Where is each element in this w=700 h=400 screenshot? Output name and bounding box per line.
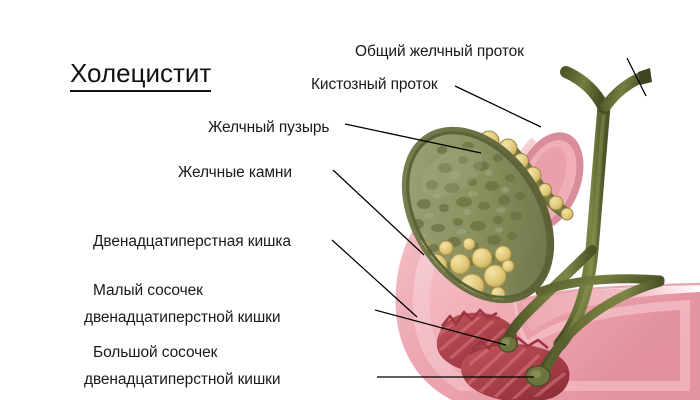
label-cystic-duct: Кистозный проток: [311, 76, 438, 93]
leader-duodenum: [331, 239, 418, 318]
label-duodenum: Двенадцатиперстная кишка: [93, 233, 291, 250]
label-minor-papilla-line1: Малый сосочек: [93, 282, 203, 299]
mucosal-fold: [436, 308, 570, 400]
cystic-duct: [478, 130, 574, 221]
label-gallbladder: Желчный пузырь: [208, 119, 330, 136]
label-major-papilla-line2: двенадцатиперстной кишки: [84, 371, 281, 388]
leader-gallbladder: [344, 123, 482, 154]
page-title: Холецистит: [70, 58, 212, 92]
leader-common-bile-duct: [626, 57, 647, 97]
leader-lines: [331, 57, 647, 378]
label-common-bile-duct: Общий желчный проток: [355, 43, 524, 60]
page-title-text: Холецистит: [70, 58, 212, 88]
leader-minor-papilla: [374, 309, 507, 346]
label-major-papilla-line1: Большой сосочек: [93, 344, 218, 361]
bile-duct-tree: [501, 66, 665, 382]
label-gallstones: Желчные камни: [178, 164, 292, 181]
leader-gallstones: [332, 169, 425, 256]
page-title-underline: [70, 90, 212, 92]
leader-cystic-duct: [454, 85, 542, 128]
papilla-marker: [498, 335, 551, 387]
label-minor-papilla-line2: двенадцатиперстной кишки: [84, 309, 281, 326]
